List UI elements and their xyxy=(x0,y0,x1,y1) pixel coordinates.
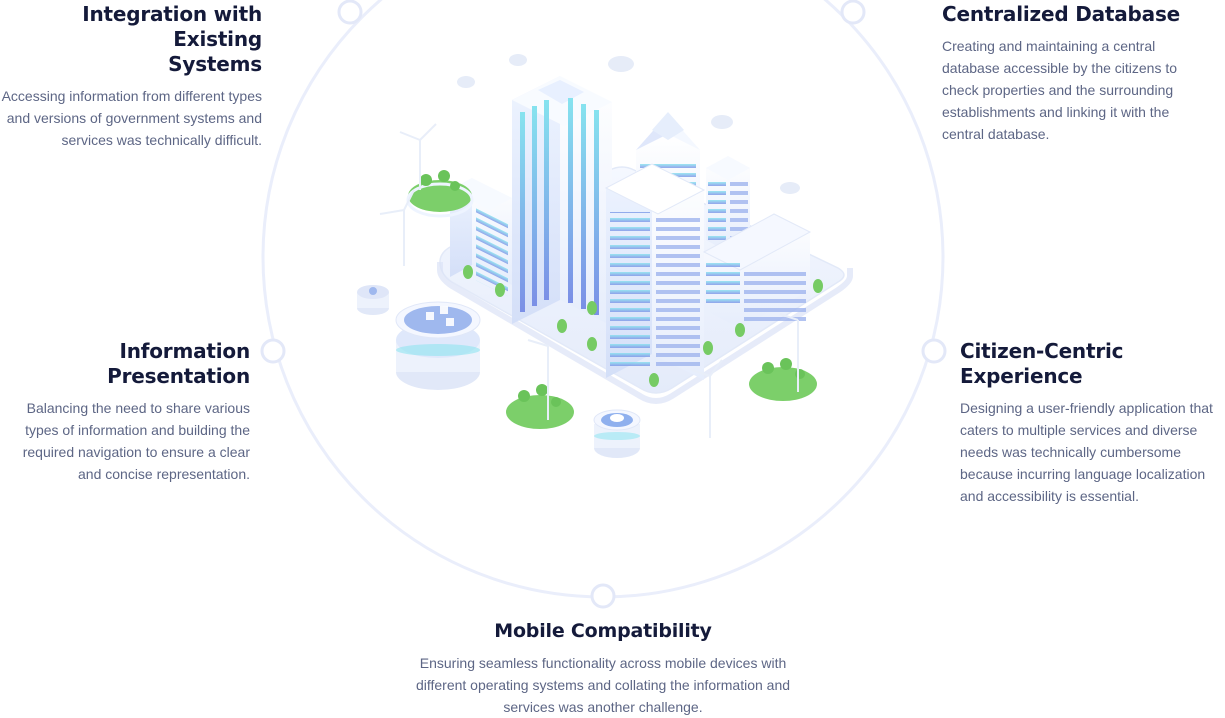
ring-node-mid-right xyxy=(921,338,947,364)
wind-turbines xyxy=(379,123,799,438)
building-right-small xyxy=(706,156,750,252)
database-cylinder-large xyxy=(395,301,481,390)
challenge-integration-title: Integration with Existing Systems xyxy=(0,2,262,77)
green-island-right xyxy=(749,358,817,401)
challenge-citizen-centric-description: Designing a user-friendly application th… xyxy=(960,400,1213,504)
database-cylinder-cloud xyxy=(593,409,641,458)
challenge-information-presentation-description: Balancing the need to share various type… xyxy=(22,400,250,482)
challenge-mobile-compatibility-title: Mobile Compatibility xyxy=(494,620,712,642)
challenge-citizen-centric: Citizen-Centric Experience Designing a u… xyxy=(960,339,1222,507)
challenge-integration-title-line2: Systems xyxy=(168,52,262,76)
challenge-citizen-centric-title: Citizen-Centric Experience xyxy=(960,339,1124,388)
ring-node-mid-left xyxy=(260,338,286,364)
clouds xyxy=(457,54,800,194)
database-cylinder-small-left xyxy=(357,285,389,315)
challenge-centralized-database: Centralized Database Creating and mainta… xyxy=(942,2,1212,145)
building-low-right xyxy=(702,213,812,328)
ring-node-bottom xyxy=(590,583,616,609)
challenge-integration-description: Accessing information from different typ… xyxy=(1,88,262,148)
challenge-mobile-compatibility: Mobile Compatibility Ensuring seamless f… xyxy=(404,619,802,718)
city-illustration xyxy=(357,54,853,458)
green-island-bottom xyxy=(506,384,574,429)
building-main-tower xyxy=(512,76,612,326)
challenge-mobile-compatibility-description: Ensuring seamless functionality across m… xyxy=(415,655,791,715)
green-island-left xyxy=(406,170,474,218)
building-front-tower xyxy=(604,163,706,380)
challenge-integration-title-line1: Integration with Existing xyxy=(82,2,262,51)
ring-node-top-right xyxy=(840,0,866,25)
challenge-integration: Integration with Existing Systems Access… xyxy=(0,2,263,151)
challenge-information-presentation-title: Information Presentation xyxy=(107,339,250,388)
ring-node-top-left xyxy=(337,0,363,25)
challenge-information-presentation: Information Presentation Balancing the n… xyxy=(0,339,250,485)
challenge-centralized-database-description: Creating and maintaining a central datab… xyxy=(942,38,1178,142)
challenge-centralized-database-title: Centralized Database xyxy=(942,2,1181,26)
scattered-trees xyxy=(463,265,823,387)
